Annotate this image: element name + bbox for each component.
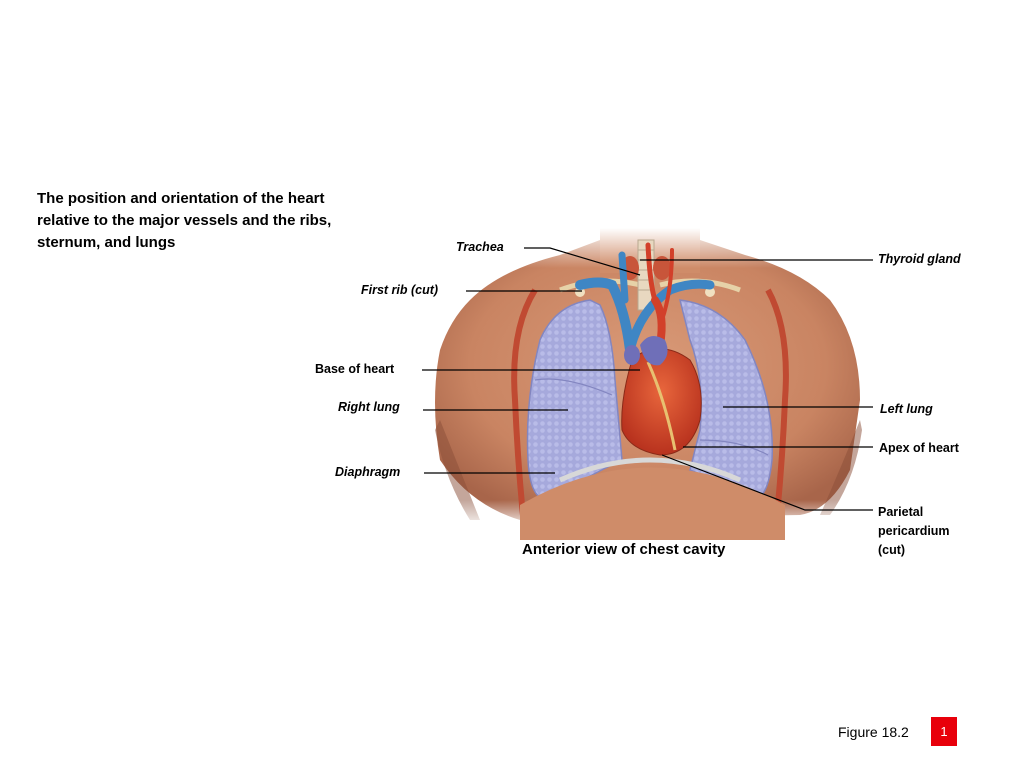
label-first-rib: First rib (cut) xyxy=(361,283,439,297)
label-base-of-heart: Base of heart xyxy=(315,362,395,376)
page-number-badge: 1 xyxy=(931,717,957,746)
heart xyxy=(621,336,702,456)
diaphragm xyxy=(520,467,785,540)
label-parietal-pericardium: Parietal pericardium (cut) xyxy=(878,503,950,560)
label-apex-of-heart: Apex of heart xyxy=(879,441,959,455)
label-thyroid-gland: Thyroid gland xyxy=(878,252,961,266)
label-parietal-line2: pericardium xyxy=(878,524,950,538)
figure-caption: Anterior view of chest cavity xyxy=(522,541,726,558)
label-trachea: Trachea xyxy=(456,240,504,254)
label-diaphragm: Diaphragm xyxy=(335,465,401,479)
figure-reference: Figure 18.2 xyxy=(838,724,909,740)
label-right-lung: Right lung xyxy=(338,400,400,414)
leader-lines xyxy=(422,247,873,511)
slide-title: The position and orientation of the hear… xyxy=(37,190,332,251)
label-parietal-line1: Parietal xyxy=(878,505,924,519)
parietal-pericardium xyxy=(558,457,742,483)
label-left-lung: Left lung xyxy=(880,402,933,416)
lungs xyxy=(526,299,774,501)
label-parietal-line3: (cut) xyxy=(878,543,906,557)
